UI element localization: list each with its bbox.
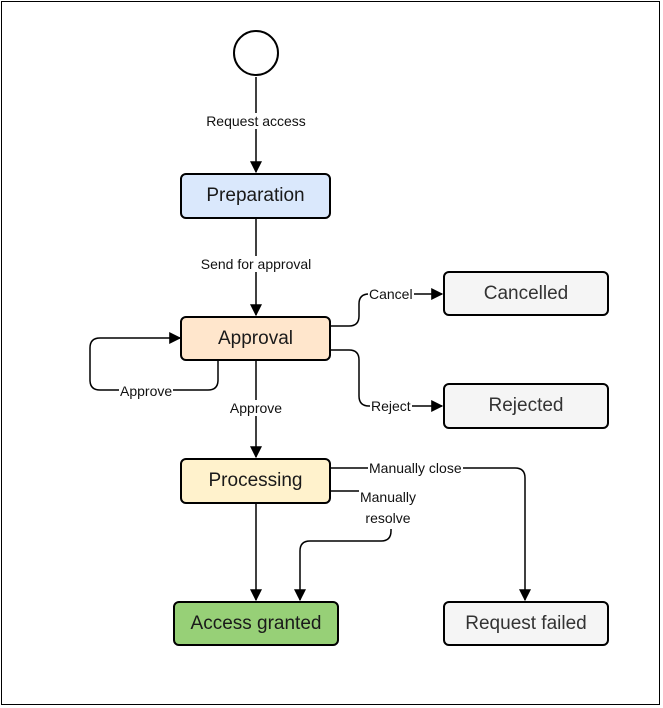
state-preparation: Preparation (180, 173, 331, 219)
state-rejected-label: Rejected (488, 395, 564, 416)
label-send-for-approval: Send for approval (199, 256, 313, 272)
label-manually-resolve-line1: Manually (359, 489, 417, 505)
edge-cancel (331, 288, 444, 327)
state-cancelled-label: Cancelled (483, 282, 569, 304)
edge-approve-loop (89, 332, 219, 391)
state-processing: Processing (180, 458, 331, 504)
state-cancelled: Cancelled (443, 271, 609, 316)
state-processing-label: Processing (208, 470, 303, 491)
label-manually-resolve: Manually resolve (358, 487, 418, 529)
state-request-failed-label: Request failed (465, 612, 587, 634)
label-manually-close: Manually close (368, 460, 463, 476)
label-approve: Approve (228, 400, 284, 416)
initial-state (233, 30, 279, 76)
label-manually-resolve-line2: resolve (365, 510, 411, 526)
label-request-access: Request access (205, 113, 307, 129)
label-cancel: Cancel (368, 286, 414, 302)
state-access-granted: Access granted (173, 601, 339, 646)
state-approval: Approval (180, 316, 331, 361)
state-request-failed: Request failed (443, 601, 609, 646)
label-reject: Reject (370, 398, 412, 414)
state-preparation-label: Preparation (206, 185, 305, 206)
label-approve-loop: Approve (119, 383, 174, 399)
state-approval-label: Approval (218, 327, 293, 349)
state-rejected: Rejected (443, 383, 609, 429)
state-access-granted-label: Access granted (190, 612, 322, 634)
edge-manually-close (331, 467, 531, 602)
edge-reject (331, 349, 444, 412)
